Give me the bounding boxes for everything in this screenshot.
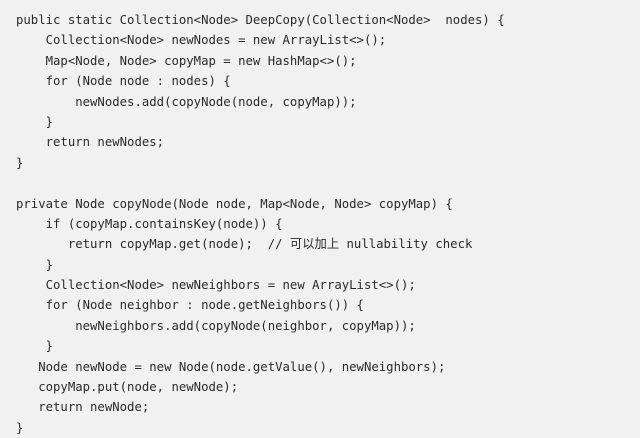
code-line-9 bbox=[16, 173, 640, 193]
code-line-18: Node newNode = new Node(node.getValue(),… bbox=[16, 359, 446, 374]
code-line-4: for (Node node : nodes) { bbox=[16, 74, 231, 89]
code-line-16: newNeighbors.add(copyNode(neighbor, copy… bbox=[16, 318, 416, 333]
code-line-7: return newNodes; bbox=[16, 135, 165, 150]
code-line-13: } bbox=[16, 257, 54, 272]
code-line-10: private Node copyNode(Node node, Map<Nod… bbox=[16, 196, 453, 211]
code-line-17: } bbox=[16, 339, 54, 354]
code-line-20: return newNode; bbox=[16, 400, 150, 415]
code-line-2: Collection<Node> newNodes = new ArrayLis… bbox=[16, 33, 387, 48]
code-line-14: Collection<Node> newNeighbors = new Arra… bbox=[16, 278, 416, 293]
code-line-3: Map<Node, Node> copyMap = new HashMap<>(… bbox=[16, 53, 357, 68]
code-line-15: for (Node neighbor : node.getNeighbors()… bbox=[16, 298, 364, 313]
code-line-6: } bbox=[16, 114, 54, 129]
code-line-12: return copyMap.get(node); // 可以加上 nullab… bbox=[16, 237, 473, 252]
code-line-21: } bbox=[16, 420, 24, 435]
code-line-19: copyMap.put(node, newNode); bbox=[16, 380, 239, 395]
code-line-5: newNodes.add(copyNode(node, copyMap)); bbox=[16, 94, 357, 109]
code-line-1: public static Collection<Node> DeepCopy(… bbox=[16, 13, 505, 27]
code-line-8: } bbox=[16, 155, 24, 170]
code-line-11: if (copyMap.containsKey(node)) { bbox=[16, 216, 283, 231]
